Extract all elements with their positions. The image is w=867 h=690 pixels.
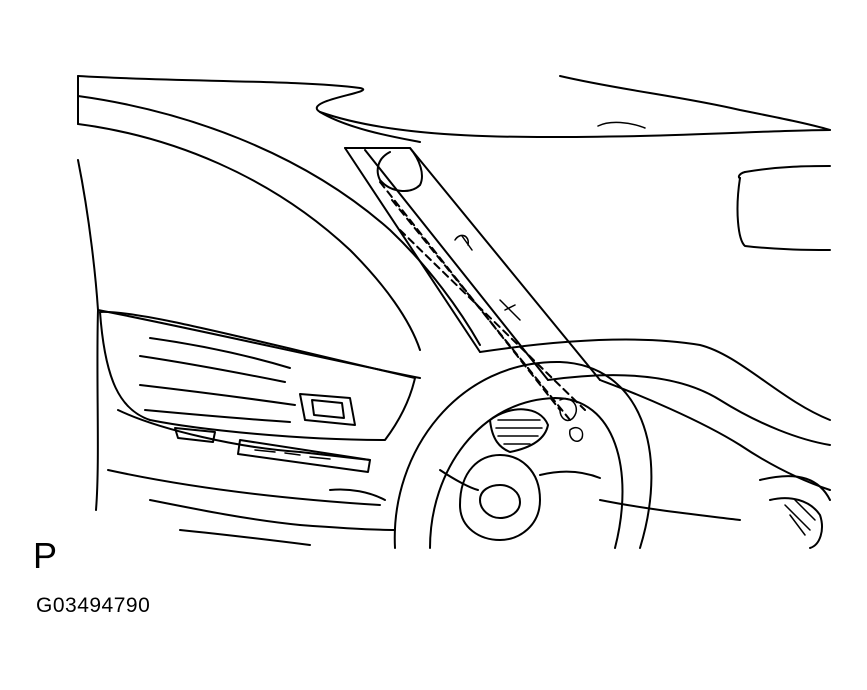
door-panel — [95, 309, 416, 546]
steering-wheel — [393, 360, 653, 549]
lower-console — [299, 488, 396, 531]
a-pillar-garnish — [344, 147, 601, 442]
figure-id: G03494790 — [36, 594, 151, 617]
rear-view-mirror — [736, 165, 831, 251]
door-window — [77, 95, 481, 379]
roof-headliner — [76, 75, 831, 143]
view-marker: P — [33, 535, 58, 576]
